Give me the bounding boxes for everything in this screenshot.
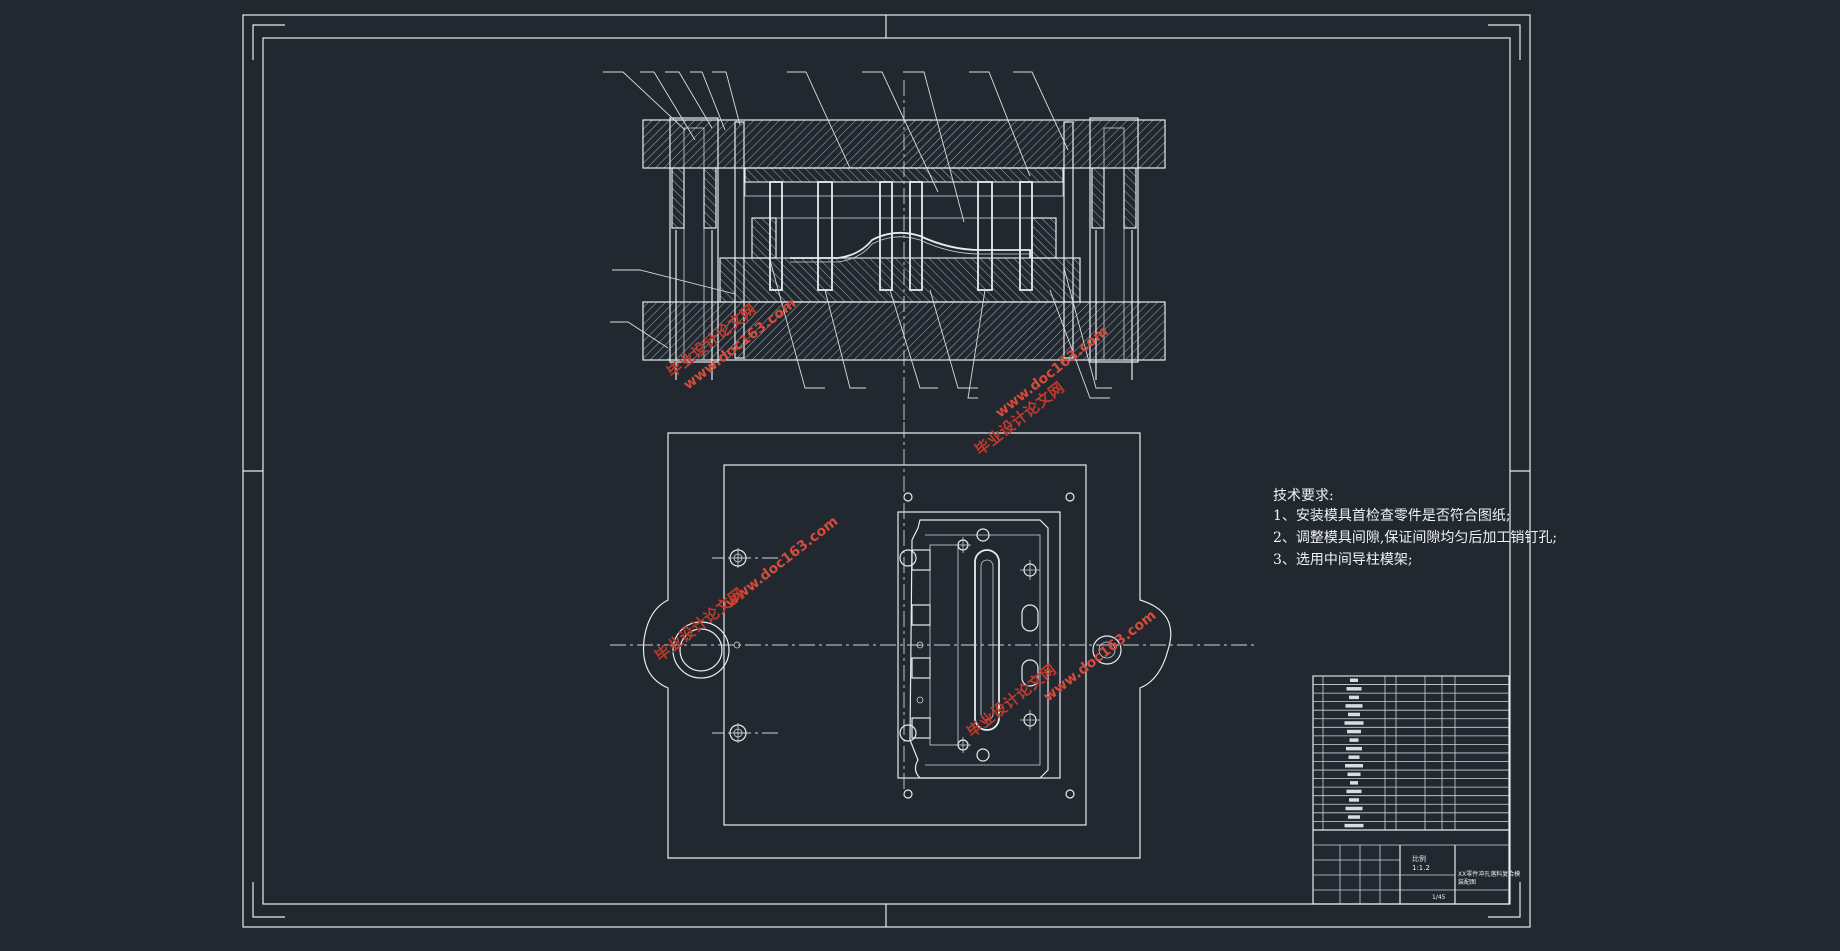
bom-row-mark: [1347, 772, 1361, 777]
watermark-name: 毕业设计论文网: [651, 584, 748, 665]
note-item-1: 1、安装模具首检查零件是否符合图纸;: [1273, 508, 1511, 524]
bom-row-mark: [1349, 798, 1359, 802]
leader-lines-bottom: [769, 259, 1112, 399]
title-block: 比例 1:1.2 XX零件冲孔落料复合模 装配图 1/45: [1312, 675, 1520, 905]
bom-row-mark: [1350, 678, 1358, 682]
drawing-title: XX零件冲孔落料复合模: [1458, 870, 1520, 878]
section-view: [603, 71, 1166, 420]
bom-row-mark: [1348, 815, 1360, 819]
bom-row-mark: [1346, 789, 1362, 794]
bom-row-mark: [1344, 721, 1364, 725]
bom-row-mark: [1345, 764, 1363, 768]
bom-row-mark: [1346, 746, 1362, 751]
bom-row-mark: [1346, 687, 1362, 691]
notes-heading: 技术要求:: [1273, 488, 1334, 504]
plan-view: [610, 422, 1255, 859]
bom-row-mark: [1349, 738, 1359, 742]
drawing-subtitle: 装配图: [1458, 878, 1476, 886]
technical-notes: 技术要求: 1、安装模具首检查零件是否符合图纸; 2、调整模具间隙,保证间隙均匀…: [1273, 488, 1557, 568]
bom-row-mark: [1348, 712, 1360, 717]
bom-row-mark: [1345, 806, 1363, 811]
watermarks: 毕业设计论文网 www.doc163.com 毕业设计论文网 www.doc16…: [651, 295, 1159, 741]
bom-row-mark: [1344, 823, 1364, 828]
scale-label: 比例: [1412, 854, 1426, 863]
bom-row-mark: [1348, 755, 1360, 759]
drawing-frame: [242, 14, 1531, 928]
sheet-number: 1/45: [1432, 894, 1446, 901]
note-item-3: 3、选用中间导柱模架;: [1273, 552, 1413, 568]
bom-rows: [1313, 675, 1509, 831]
watermark-name: 毕业设计论文网: [963, 660, 1060, 741]
bom-row-mark: [1349, 695, 1359, 700]
bom-row-mark: [1350, 781, 1358, 785]
note-item-2: 2、调整模具间隙,保证间隙均匀后加工销钉孔;: [1273, 530, 1557, 546]
leader-lines-top: [603, 71, 1069, 223]
bom-row-mark: [1345, 704, 1363, 708]
watermark-url: www.doc163.com: [1041, 607, 1160, 705]
bom-row-mark: [1347, 729, 1361, 734]
scale-value: 1:1.2: [1412, 864, 1430, 872]
